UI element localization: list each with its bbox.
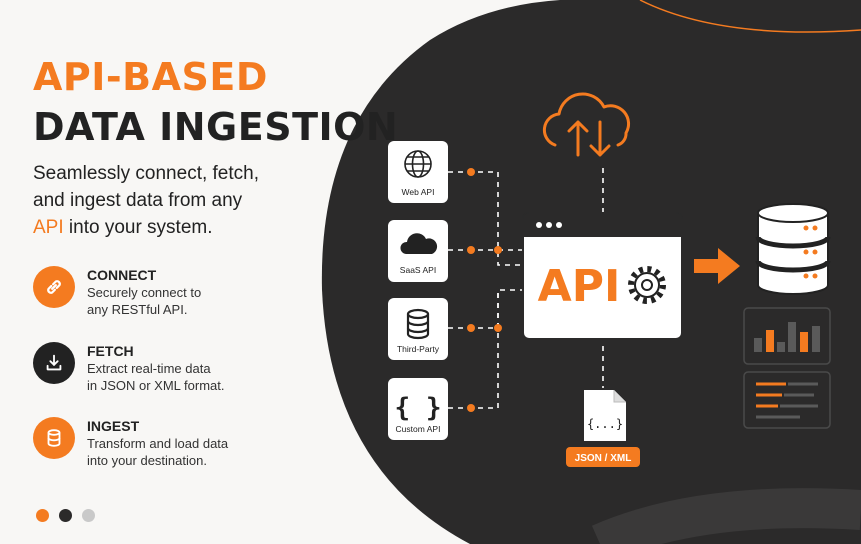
bar-chart-card bbox=[743, 307, 831, 365]
source-card-custom-api[interactable] bbox=[388, 378, 448, 440]
file-icon bbox=[584, 390, 626, 441]
feature-title: CONNECT bbox=[87, 267, 157, 283]
feature-ingest-text: INGEST Transform and load data into your… bbox=[87, 417, 257, 469]
subtitle: Seamlessly connect, fetch, and ingest da… bbox=[33, 160, 273, 241]
download-icon bbox=[33, 342, 75, 384]
braces-icon: { } bbox=[395, 393, 442, 423]
arrow-right-icon bbox=[694, 248, 740, 284]
source-card-third-party[interactable] bbox=[388, 298, 448, 360]
gear-icon bbox=[628, 266, 666, 304]
json-glyph: {...} bbox=[587, 417, 623, 431]
cloud-sync-icon bbox=[542, 92, 631, 157]
database-icon bbox=[33, 417, 75, 459]
feature-desc-1: Extract real-time data bbox=[87, 361, 211, 376]
source-label: Custom API bbox=[396, 424, 441, 434]
source-label: Web API bbox=[402, 187, 435, 197]
source-card-saas-api[interactable] bbox=[388, 220, 448, 282]
format-label: JSON / XML bbox=[575, 453, 632, 464]
page-title: API-BASED DATA INGESTION bbox=[33, 52, 398, 152]
feature-connect-text: CONNECT Securely connect to any RESTful … bbox=[87, 266, 257, 318]
globe-icon bbox=[404, 150, 432, 178]
feature-desc-1: Securely connect to bbox=[87, 285, 202, 300]
pagination-dots bbox=[36, 509, 95, 522]
title-line-1: API-BASED bbox=[33, 55, 268, 99]
link-icon bbox=[33, 266, 75, 308]
feature-desc-2: in JSON or XML format. bbox=[87, 378, 225, 393]
feature-desc-1: Transform and load data bbox=[87, 436, 229, 451]
subtitle-part-1: Seamlessly connect, fetch, and ingest da… bbox=[33, 163, 259, 211]
database-icon bbox=[406, 308, 430, 340]
api-hub bbox=[522, 212, 683, 340]
feature-desc-2: any RESTful API. bbox=[87, 302, 188, 317]
subtitle-part-2: into your system. bbox=[63, 217, 213, 238]
feature-title: INGEST bbox=[87, 418, 140, 434]
list-card bbox=[743, 371, 831, 429]
connector-dots bbox=[467, 168, 502, 412]
source-card-web-api[interactable] bbox=[388, 141, 448, 203]
source-label: Third-Party bbox=[397, 344, 440, 354]
cloud-icon bbox=[400, 233, 438, 254]
pagination-dot[interactable] bbox=[59, 509, 72, 522]
feature-fetch-text: FETCH Extract real-time data in JSON or … bbox=[87, 342, 257, 394]
title-line-2: DATA INGESTION bbox=[33, 105, 399, 149]
pagination-dot-active[interactable] bbox=[36, 509, 49, 522]
source-label: SaaS API bbox=[400, 265, 436, 275]
destination-database-icon bbox=[755, 203, 831, 295]
pagination-dot[interactable] bbox=[82, 509, 95, 522]
api-label: API bbox=[538, 261, 621, 312]
format-badge bbox=[566, 447, 640, 467]
subtitle-accent: API bbox=[33, 217, 64, 238]
feature-desc-2: into your destination. bbox=[87, 453, 207, 468]
feature-title: FETCH bbox=[87, 343, 134, 359]
